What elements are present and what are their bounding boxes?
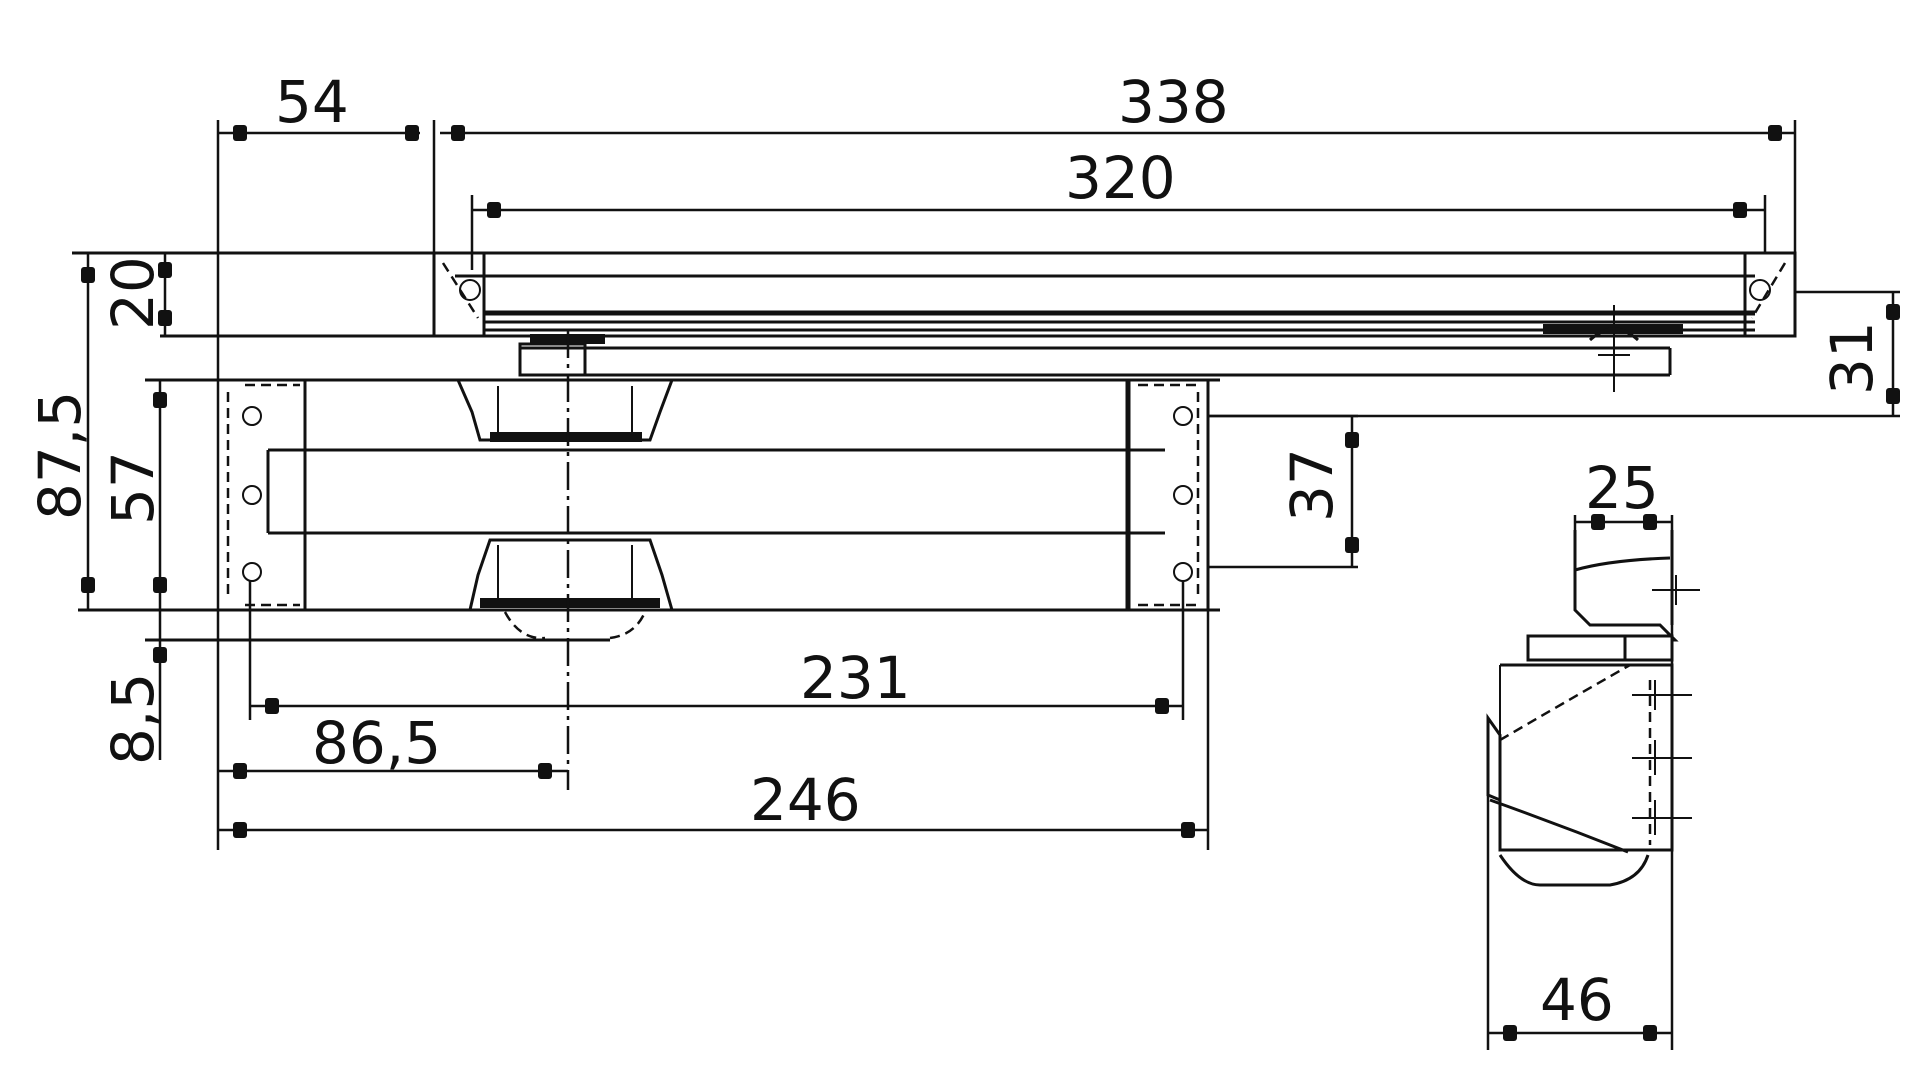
dim-25: 25: [1585, 454, 1659, 522]
dimension-labels: 54 338 320 231 86,5 246 25 46 20 87,5 57…: [26, 68, 1886, 1034]
closer-body: [78, 330, 1220, 790]
dim-246: 246: [750, 766, 861, 834]
dim-54: 54: [275, 68, 349, 136]
dim-86-5: 86,5: [312, 709, 441, 777]
dim-20: 20: [99, 256, 167, 330]
screw-hole-icon: [242, 406, 1193, 582]
dim-31: 31: [1818, 321, 1886, 395]
dim-320: 320: [1065, 144, 1176, 212]
dim-57: 57: [99, 451, 167, 525]
dimension-lines: [81, 120, 1900, 850]
side-view: [1486, 514, 1700, 1050]
dim-338: 338: [1118, 68, 1229, 136]
dim-87-5: 87,5: [26, 391, 94, 520]
screw-cross-icon: [1632, 680, 1692, 835]
dim-46: 46: [1540, 966, 1614, 1034]
dim-37: 37: [1278, 448, 1346, 522]
slide-rail: [72, 251, 1797, 392]
dim-8-5: 8,5: [99, 673, 167, 765]
dim-231: 231: [800, 644, 911, 712]
